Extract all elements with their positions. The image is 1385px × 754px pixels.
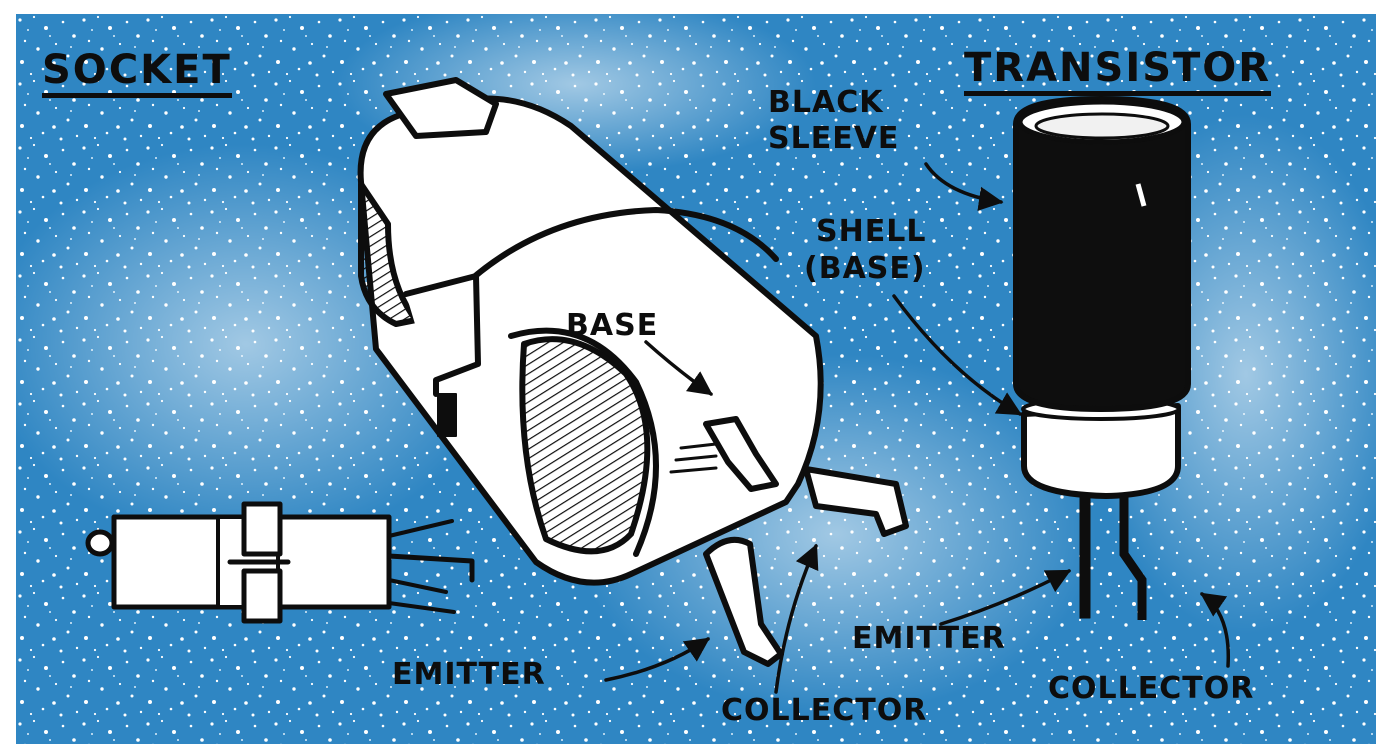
shell-label-line-1: SHELL	[816, 217, 926, 247]
diagram-artwork	[16, 14, 1376, 744]
socket-heading: SOCKET	[42, 50, 232, 98]
black-sleeve-label-line-1: BLACK	[768, 88, 883, 118]
black-sleeve-label-line-2: SLEEVE	[768, 124, 899, 154]
illustration-panel: SOCKET TRANSISTOR BLACK SLEEVE SHELL (BA…	[16, 14, 1376, 744]
transistor-heading: TRANSISTOR	[964, 48, 1271, 96]
socket-base-label: BASE	[566, 311, 658, 341]
transistor-collector-label: COLLECTOR	[1048, 674, 1254, 704]
transistor-emitter-label: EMITTER	[852, 624, 1006, 654]
shell-label-line-2: (BASE)	[804, 254, 926, 284]
socket-collector-label: COLLECTOR	[721, 696, 927, 726]
socket-emitter-label: EMITTER	[392, 660, 546, 690]
